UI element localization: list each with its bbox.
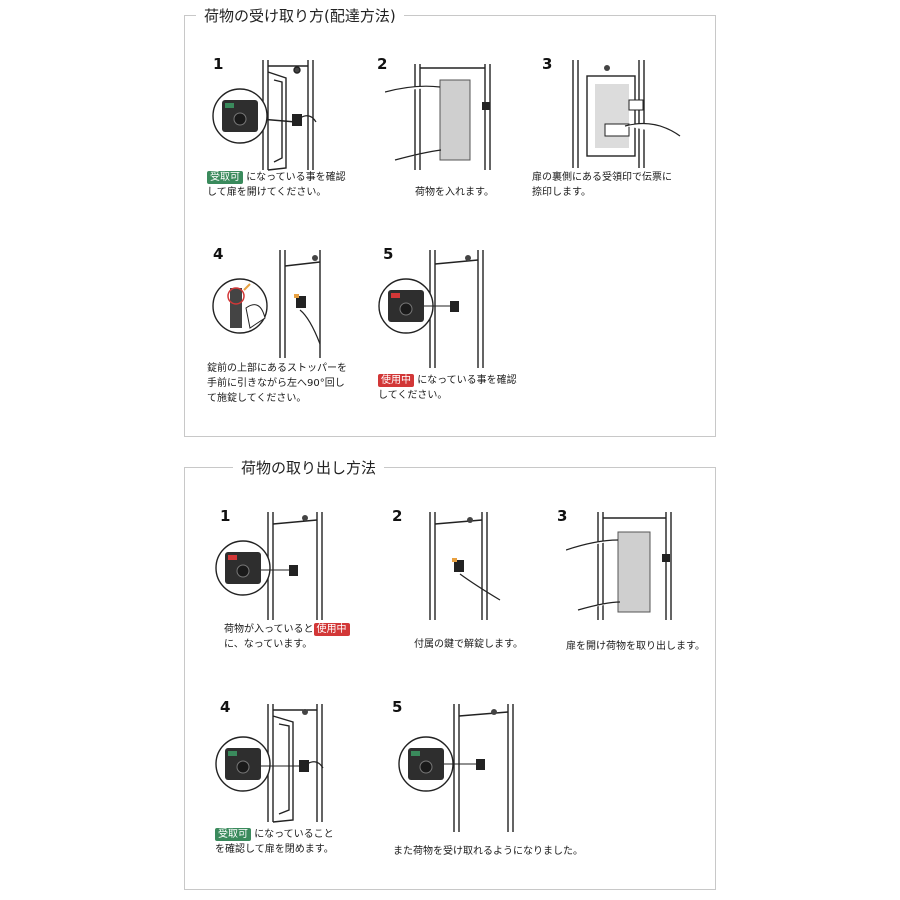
status-badge-available: 受取可 [215,828,251,841]
open-door-illustration [212,60,317,171]
caption-line: 扉の裏側にある受領印で伝票に [532,172,672,183]
caption-line: を確認して扉を閉めます。 [215,844,334,855]
status-badge-in-use: 使用中 [313,623,350,636]
step-number: 3 [542,55,553,73]
delivery-section [184,15,716,437]
step-number: 1 [220,507,231,525]
step-caption: 付属の鍵で解錠します。 [414,639,523,650]
unlock-key-illustration [429,512,501,620]
step-number: 2 [392,507,403,525]
caption-line: 錠前の上部にあるストッパーを [207,363,347,374]
status-badge-in-use: 使用中 [378,374,414,387]
status-badge-available: 受取可 [207,171,243,184]
step-caption: 荷物が入っていると使用中 に、なっています。 [224,622,350,652]
close-door-illustration [215,704,324,823]
caption-line: 手前に引きながら左へ90°回し [207,378,345,389]
step-caption: 扉を開け荷物を取り出します。 [566,641,705,652]
step-caption: 荷物を入れます。 [415,187,494,198]
stamp-slip-illustration [572,60,681,168]
step-number: 1 [213,55,224,73]
caption-line: て施錠してください。 [207,393,307,404]
caption-line: 捺印します。 [532,187,591,198]
step-number: 4 [220,698,231,716]
step-caption: 受取可 になっていること を確認して扉を閉めます。 [215,827,334,857]
available-status-illustration [398,704,514,832]
in-use-status-illustration [378,250,484,368]
step-caption: また荷物を受け取れるようになりました。 [393,846,583,857]
step-caption: 受取可 になっている事を確認 して扉を開けてください。 [207,170,346,200]
step-caption: 扉の裏側にある受領印で伝票に 捺印します。 [532,170,672,200]
step-caption: 錠前の上部にあるストッパーを 手前に引きながら左へ90°回し て施錠してください… [207,361,347,406]
step-number: 5 [383,245,394,263]
caption-line: してください。 [378,390,448,401]
caption-line: して扉を開けてください。 [207,187,327,198]
step-number: 5 [392,698,403,716]
step-caption: 使用中 になっている事を確認 してください。 [378,373,517,403]
caption-line: になっている事を確認 [417,375,517,386]
caption-line: に、なっています。 [224,639,313,650]
lock-stopper-illustration [212,250,321,358]
caption-line: になっている事を確認 [246,172,346,183]
step-number: 4 [213,245,224,263]
take-out-package-illustration [566,512,672,620]
pickup-title: 荷物の取り出し方法 [233,457,385,478]
pickup-section [184,467,716,890]
delivery-title: 荷物の受け取り方(配達方法) [196,5,404,26]
step-number: 3 [557,507,568,525]
caption-line: になっていること [254,829,334,840]
caption-line: 荷物が入っていると [224,624,314,635]
in-use-closed-door-illustration [215,512,323,620]
insert-package-illustration [385,64,491,170]
step-number: 2 [377,55,388,73]
